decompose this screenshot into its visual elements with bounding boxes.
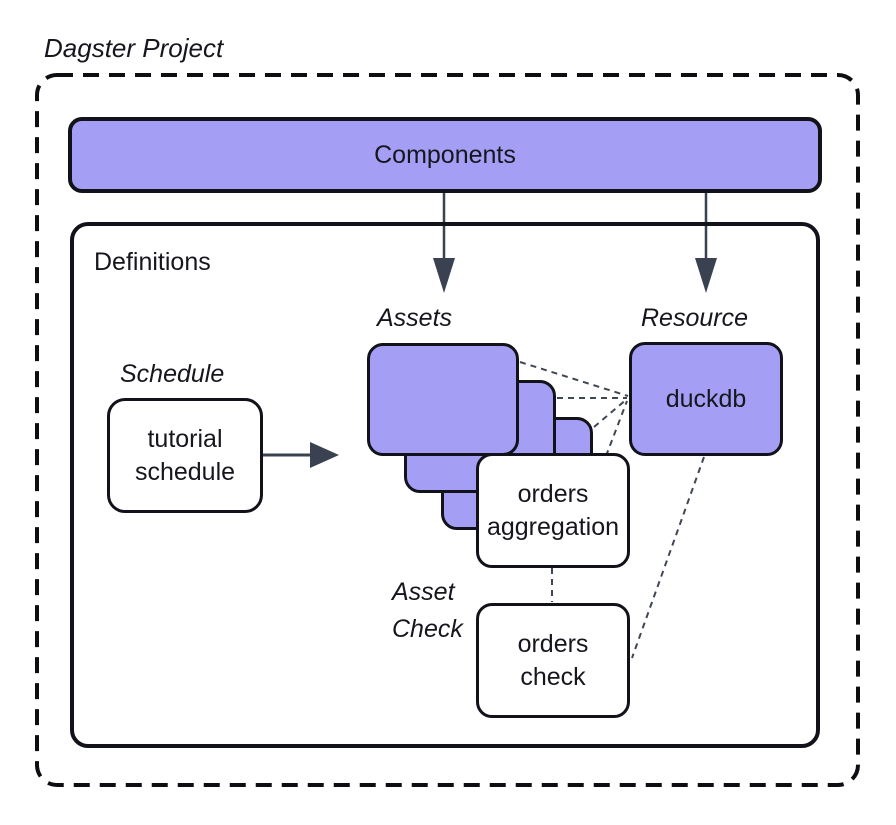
asset-check-label-line1: Asset — [392, 578, 455, 606]
asset-stack-card-1 — [367, 343, 519, 456]
components-bar: Components — [68, 117, 822, 193]
asset-check-label-line2: Check — [392, 615, 463, 643]
tutorial-schedule-node: tutorial schedule — [107, 398, 263, 513]
components-label: Components — [374, 140, 516, 169]
orders-aggregation-node: orders aggregation — [476, 453, 630, 568]
diagram-title: Dagster Project — [44, 33, 224, 63]
duckdb-label: duckdb — [665, 384, 747, 413]
definitions-box — [70, 222, 820, 748]
orders-check-line2: check — [520, 662, 586, 691]
duckdb-resource-node: duckdb — [629, 342, 783, 456]
definitions-label: Definitions — [94, 248, 211, 276]
tutorial-schedule-line1: tutorial — [147, 424, 223, 453]
orders-aggregation-line2: aggregation — [486, 512, 620, 541]
orders-check-line1: orders — [517, 629, 589, 658]
schedule-section-label: Schedule — [120, 360, 225, 388]
tutorial-schedule-line2: schedule — [134, 457, 236, 486]
orders-aggregation-line1: orders — [517, 479, 589, 508]
resource-section-label: Resource — [641, 304, 748, 332]
orders-check-node: orders check — [476, 603, 630, 718]
assets-section-label: Assets — [377, 304, 453, 332]
asset-check-section-label: Asset Check — [392, 574, 463, 648]
